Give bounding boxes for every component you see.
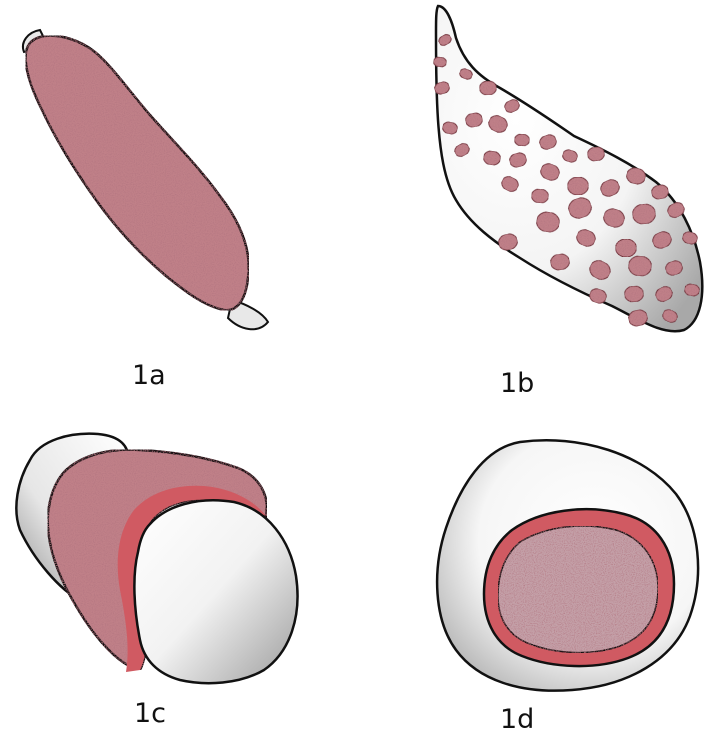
panel-label-1b: 1b: [500, 368, 534, 399]
panel-label-1c: 1c: [134, 698, 166, 729]
granule: [514, 134, 530, 147]
cell-1b-body: [436, 6, 702, 331]
cell-1a-body: [26, 36, 249, 311]
panel-1d: [437, 440, 698, 690]
granule: [479, 81, 496, 96]
cell-1c-front-face: [134, 500, 297, 683]
panel-label-1d: 1d: [500, 704, 534, 735]
granule: [567, 177, 588, 195]
panel-1c: [16, 434, 297, 683]
granule: [616, 239, 637, 257]
panel-1b: [433, 6, 702, 331]
nucleus-1d-core: [498, 526, 658, 653]
panel-label-1a: 1a: [132, 360, 166, 391]
panel-1a: [23, 30, 268, 329]
